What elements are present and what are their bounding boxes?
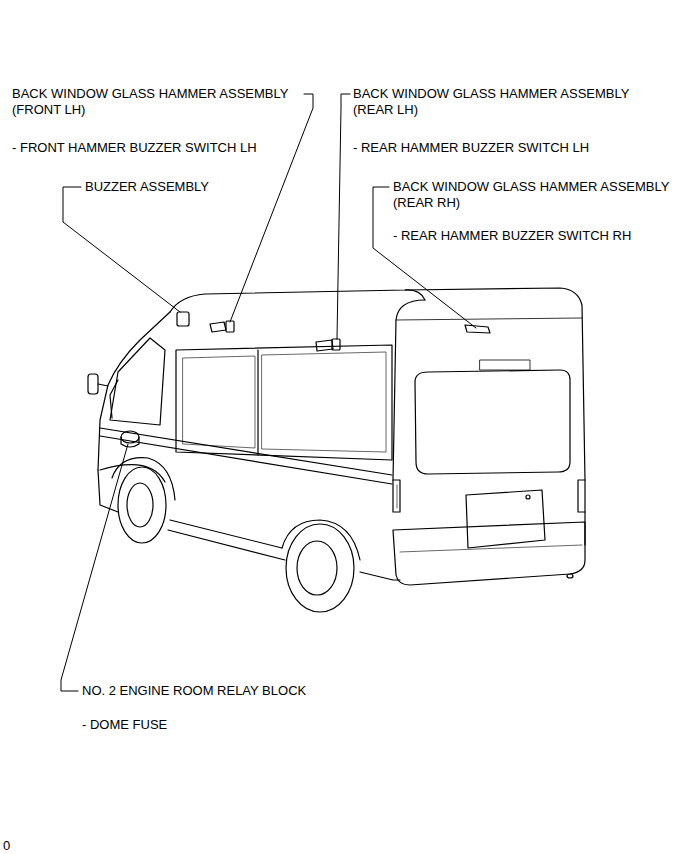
figure-id: 0	[3, 838, 43, 854]
part-name: NO. 2 ENGINE ROOM RELAY BLOCK	[82, 683, 382, 699]
part-name: - DOME FUSE	[82, 717, 282, 733]
part-name: BUZZER ASSEMBLY	[85, 179, 285, 195]
part-name: BACK WINDOW GLASS HAMMER ASSEMBLY (REAR …	[353, 86, 645, 118]
part-name: - REAR HAMMER BUZZER SWITCH LH	[353, 140, 653, 156]
part-name: - FRONT HAMMER BUZZER SWITCH LH	[12, 140, 312, 156]
part-name: BACK WINDOW GLASS HAMMER ASSEMBLY (FRONT…	[12, 86, 304, 118]
part-name: BACK WINDOW GLASS HAMMER ASSEMBLY (REAR …	[393, 179, 685, 211]
part-name: - REAR HAMMER BUZZER SWITCH RH	[393, 228, 683, 244]
